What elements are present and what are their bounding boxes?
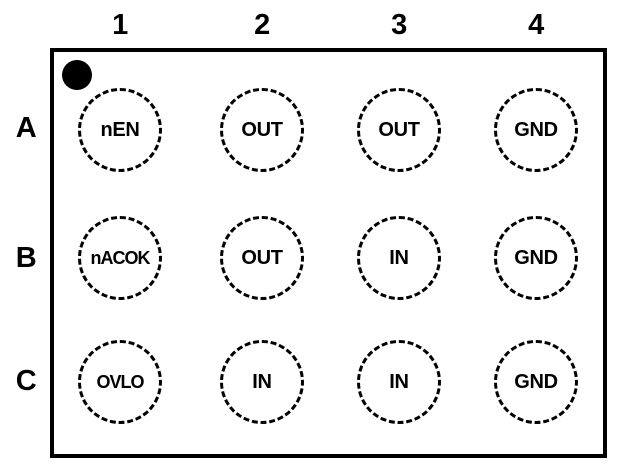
column-header-3: 3 — [391, 9, 407, 41]
ball-a1: nEN — [78, 88, 162, 172]
ball-c3: IN — [357, 340, 441, 424]
row-header-a: A — [15, 112, 37, 144]
ball-c1: OVLO — [78, 340, 162, 424]
pin-1-index-dot — [62, 60, 92, 90]
row-header-b: B — [15, 242, 37, 274]
ball-c2: IN — [220, 340, 304, 424]
ball-a2: OUT — [220, 88, 304, 172]
column-header-1: 1 — [112, 9, 128, 41]
ball-b3-label: IN — [389, 247, 409, 269]
ball-b1: nACOK — [78, 216, 162, 300]
ball-b4: GND — [494, 216, 578, 300]
row-header-c: C — [15, 365, 37, 397]
ball-c4-label: GND — [514, 371, 558, 393]
ball-b3: IN — [357, 216, 441, 300]
ball-b2-label: OUT — [241, 247, 283, 269]
column-header-4: 4 — [528, 9, 544, 41]
column-header-2: 2 — [254, 9, 270, 41]
ball-b2: OUT — [220, 216, 304, 300]
ball-c2-label: IN — [252, 371, 272, 393]
ball-a4-label: GND — [514, 119, 558, 141]
ball-a3-label: OUT — [378, 119, 420, 141]
ball-c3-label: IN — [389, 371, 409, 393]
ball-b4-label: GND — [514, 247, 558, 269]
ball-c1-label: OVLO — [96, 372, 144, 392]
ball-a4: GND — [494, 88, 578, 172]
ball-c4: GND — [494, 340, 578, 424]
ball-a1-label: nEN — [100, 119, 140, 141]
ball-a2-label: OUT — [241, 119, 283, 141]
ball-b1-label: nACOK — [90, 248, 151, 268]
ball-a3: OUT — [357, 88, 441, 172]
